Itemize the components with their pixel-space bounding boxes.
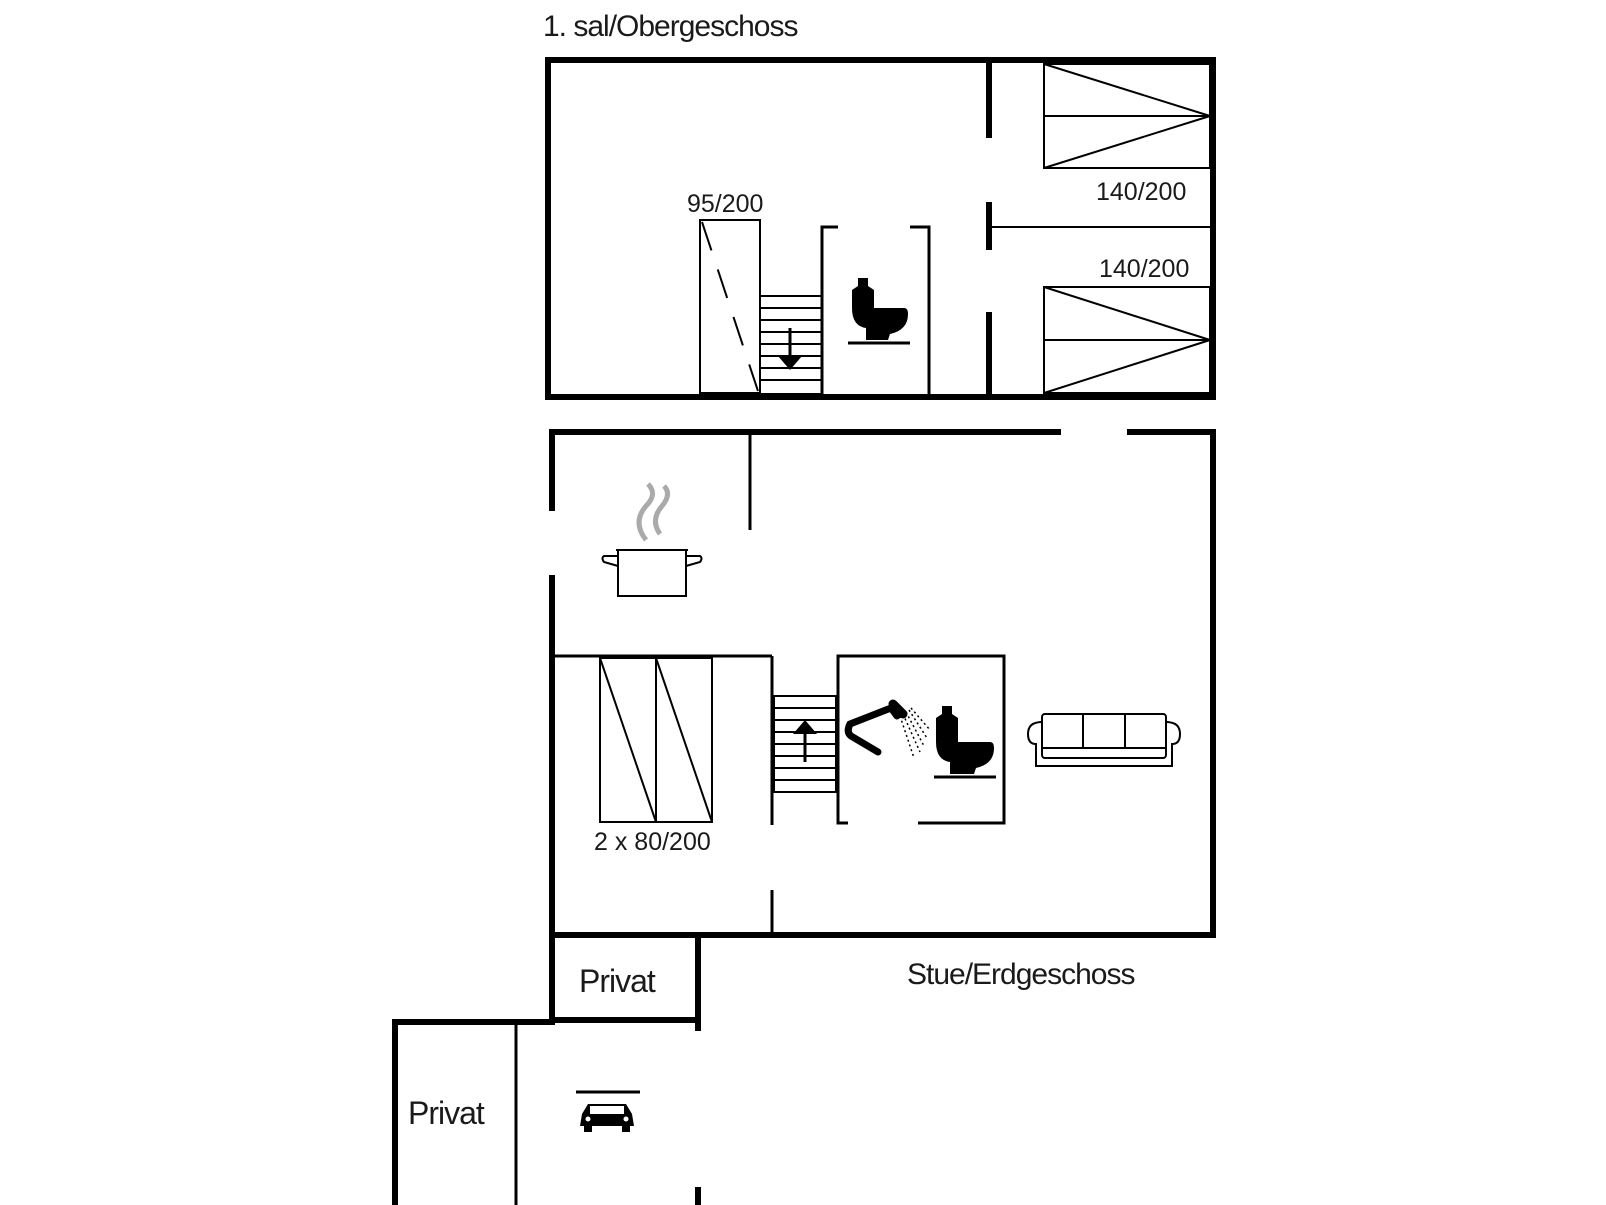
shower-icon: [844, 699, 931, 759]
bathroom-room: [836, 654, 1006, 825]
private-room-upper: [549, 932, 701, 1031]
private-room-upper-label: Privat: [579, 963, 656, 999]
cooking-pot-icon: [601, 482, 703, 597]
toilet-icon: [848, 278, 910, 345]
upper-wc-room: [820, 225, 931, 395]
upper-floor-title: 1. sal/Obergeschoss: [543, 10, 797, 43]
double-bed-top: [1043, 63, 1211, 169]
ground-wall-top-left: [549, 429, 1061, 511]
car-garage-icon: [576, 1090, 640, 1132]
stairs-up-icon: [773, 695, 837, 793]
ground-floor-title: Stue/Erdgeschoss: [907, 958, 1134, 991]
upper-floor-outline: [545, 57, 1216, 400]
stairs-down-icon: [759, 295, 823, 395]
sofa-icon: [1026, 713, 1182, 767]
twin-beds-size: 2 x 80/200: [594, 828, 711, 856]
private-room-lower: [392, 1019, 701, 1205]
upper-floor: 1. sal/Obergeschoss 140/200 140/200 95/2…: [543, 10, 1216, 400]
twin-beds: [599, 657, 713, 823]
private-room-lower-label: Privat: [408, 1095, 485, 1131]
double-bed-bottom: [1043, 286, 1211, 394]
double-bed-top-size: 140/200: [1096, 178, 1186, 206]
ground-wall-top-right: [695, 429, 1216, 938]
ground-floor: 2 x 80/200: [392, 429, 1216, 1205]
single-bed-size: 95/200: [687, 190, 763, 218]
toilet-icon: [934, 706, 996, 779]
single-bed: [699, 219, 761, 394]
double-bed-bottom-size: 140/200: [1099, 255, 1189, 283]
